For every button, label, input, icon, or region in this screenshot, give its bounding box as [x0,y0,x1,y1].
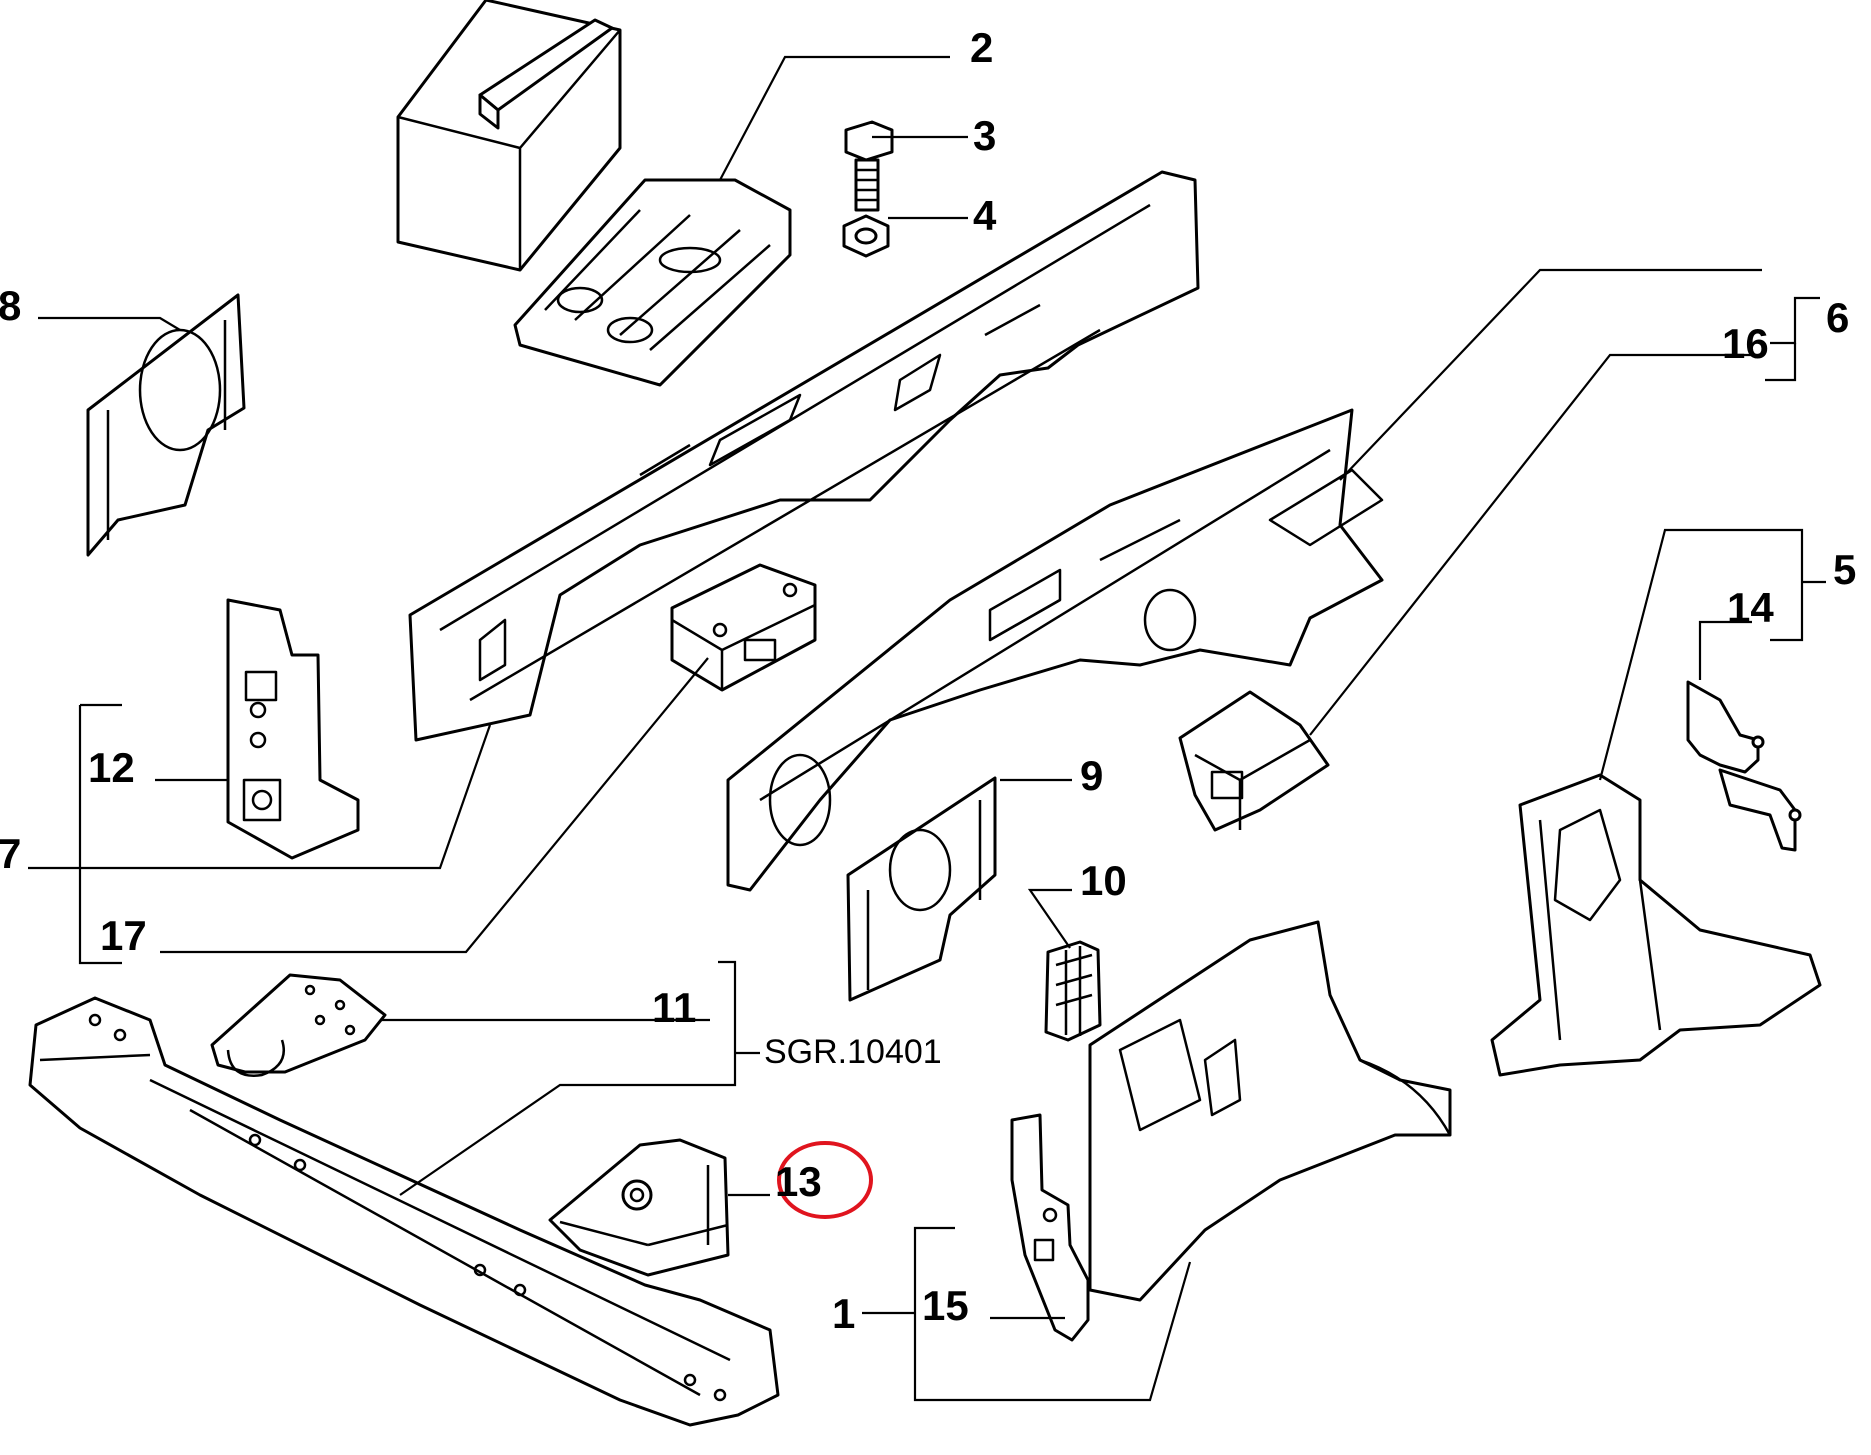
group-reference-label: SGR.10401 [764,1033,942,1071]
mount-bracket-drawing [226,598,360,860]
highlight-circle [777,1141,873,1219]
reinforcement-strip-drawing [1010,1113,1090,1342]
callout-1: 1 [832,1290,855,1337]
rear-bracket-drawing [1686,680,1802,852]
callout-15: 15 [922,1282,969,1329]
cross-member-bracket-drawing [548,1138,730,1277]
rear-suspension-tower-drawing [1490,773,1822,1077]
callout-9: 9 [1080,752,1103,799]
vent-grille-drawing [1044,940,1102,1042]
callout-17: 17 [100,912,147,959]
rear-quarter-inner-panel-drawing [1088,920,1452,1302]
wheel-arch-inner-panel-drawing [846,776,997,1002]
callout-3: 3 [973,112,996,159]
nut-drawing [842,214,890,258]
callout-8: 8 [0,282,21,329]
bolt-drawing [844,120,894,212]
rail-reinforcement-block-drawing [670,563,817,692]
callout-11: 11 [652,984,696,1031]
callout-5: 5 [1833,546,1856,593]
rail-closing-box-drawing [1178,690,1330,832]
callout-14: 14 [1727,584,1774,631]
leader-lines [28,55,1826,1402]
callout-16: 16 [1722,320,1769,367]
callout-2: 2 [970,24,993,71]
callout-12: 12 [88,744,135,791]
callout-10: 10 [1080,857,1127,904]
right-side-rail-drawing [726,408,1384,892]
left-side-rail-drawing [408,170,1200,742]
callout-4: 4 [973,192,997,239]
rear-cross-member-drawing [28,996,780,1427]
callout-7: 7 [0,830,21,877]
battery-drawing [396,0,622,272]
battery-tray-drawing [513,178,792,387]
callout-6: 6 [1826,294,1849,341]
callout-13: 13 [775,1158,822,1205]
side-bracket-panel-drawing [86,293,246,557]
towing-eye-plate-drawing [210,973,387,1077]
